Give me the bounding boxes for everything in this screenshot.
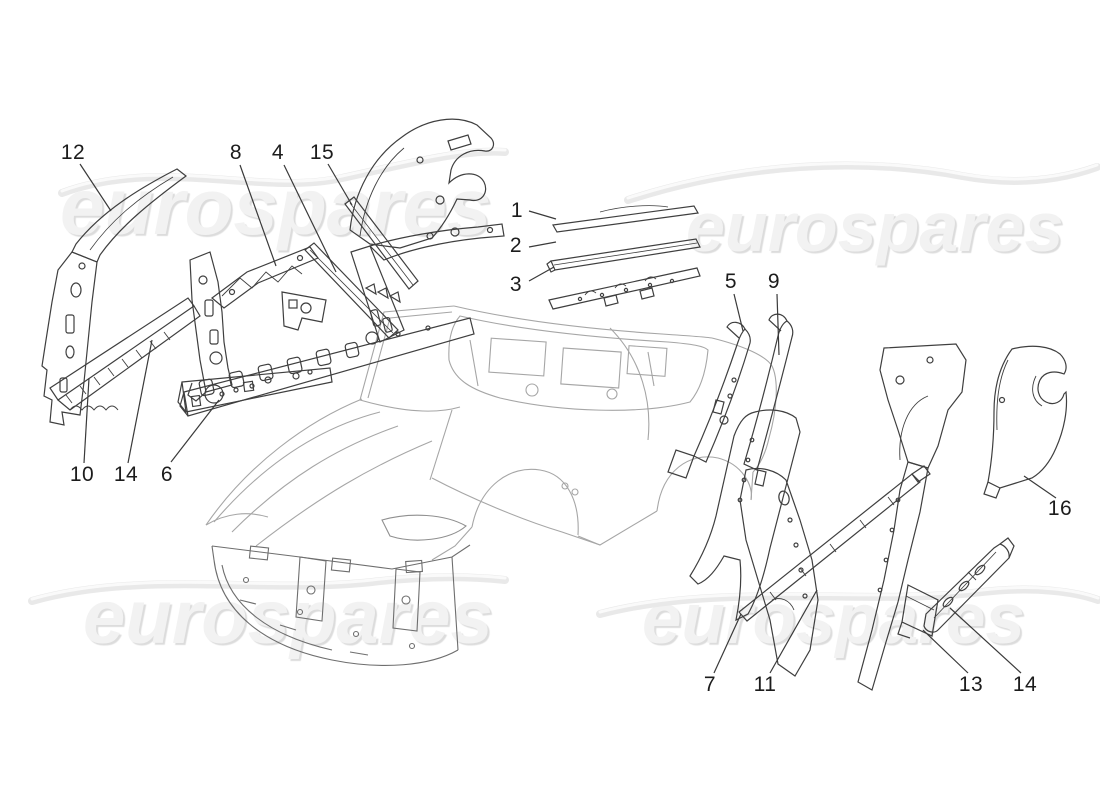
part-bodyside-frame-8-4 xyxy=(179,223,505,417)
part-callout-13: 13 xyxy=(958,673,984,696)
part-callout-15: 15 xyxy=(309,141,335,164)
part-rear-quarter-inner-11-13 xyxy=(857,343,967,691)
part-callout-7: 7 xyxy=(703,673,717,696)
leader-lines xyxy=(79,163,1057,674)
part-sill-left-10-14 xyxy=(49,297,201,411)
part-callout-1: 1 xyxy=(510,199,524,222)
part-callout-12: 12 xyxy=(60,141,86,164)
part-callout-14-right: 14 xyxy=(1012,673,1038,696)
part-quarter-panel-16 xyxy=(983,345,1068,499)
car-front-structure-drawing xyxy=(211,544,471,666)
part-callout-5: 5 xyxy=(724,270,738,293)
part-b-pillar-outer-5 xyxy=(667,321,751,479)
part-callout-4: 4 xyxy=(271,141,285,164)
part-a-pillar-frame-12 xyxy=(41,168,187,426)
car-body-drawing xyxy=(205,305,777,561)
part-crossmember-6 xyxy=(177,367,333,413)
part-callout-9: 9 xyxy=(767,270,781,293)
part-sill-rail-14 xyxy=(923,537,1015,633)
part-callout-11: 11 xyxy=(753,673,777,696)
part-callout-8: 8 xyxy=(229,141,243,164)
eurospares-watermark: eurospares xyxy=(686,188,1064,266)
part-header-strips-1-2-3 xyxy=(546,205,701,310)
eurospares-watermark: eurospares xyxy=(83,575,493,660)
part-callout-6: 6 xyxy=(160,463,174,486)
part-callout-14-left: 14 xyxy=(113,463,139,486)
watermark-swoosh xyxy=(28,147,1100,618)
part-callout-2: 2 xyxy=(509,234,523,257)
part-callout-16: 16 xyxy=(1047,497,1073,520)
part-b-pillar-inner-7 xyxy=(689,409,931,622)
part-callout-10: 10 xyxy=(69,463,95,486)
part-callout-3: 3 xyxy=(509,273,523,296)
part-rear-quarter-frame-15 xyxy=(344,118,495,290)
